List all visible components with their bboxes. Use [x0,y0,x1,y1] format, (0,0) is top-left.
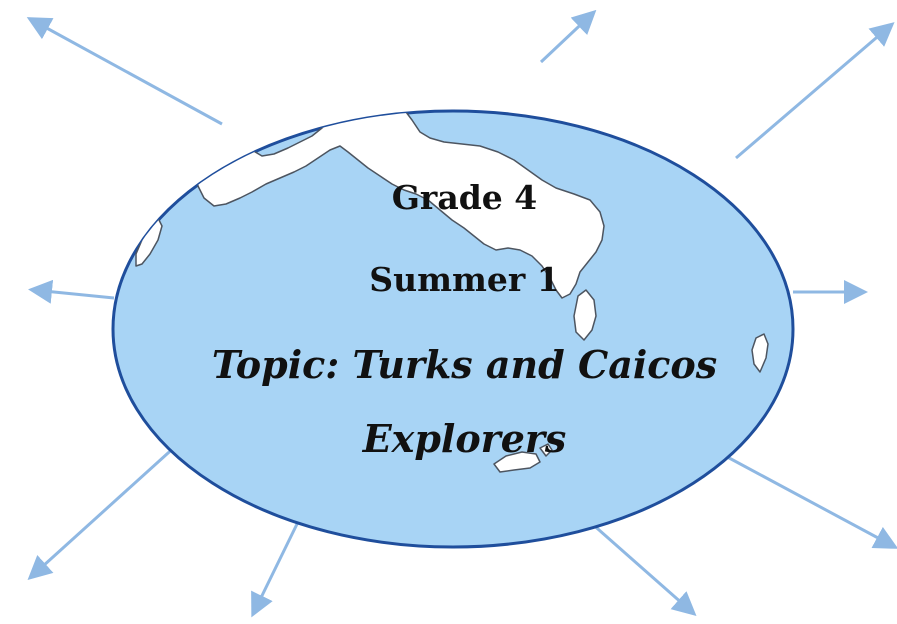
arrow-lower-left [27,442,180,581]
arrow-lower-right [717,450,897,549]
arrow-bottom-left [251,521,300,618]
arrow-upper-left [26,17,223,126]
arrow-upper-right [735,22,895,160]
arrow-top [539,9,597,64]
island-west-caicos-providenciales [195,111,605,299]
island-salt-cay [539,443,553,457]
island-south-cays [493,451,541,473]
island-grand-turk [751,333,769,373]
arrow-bottom-right [589,520,697,616]
island-east-caicos-south [573,289,597,341]
central-ellipse [111,109,795,549]
arrow-group [26,9,897,618]
island-sand-cay [135,217,163,267]
arrow-left [28,279,115,304]
islands-map [135,111,769,473]
